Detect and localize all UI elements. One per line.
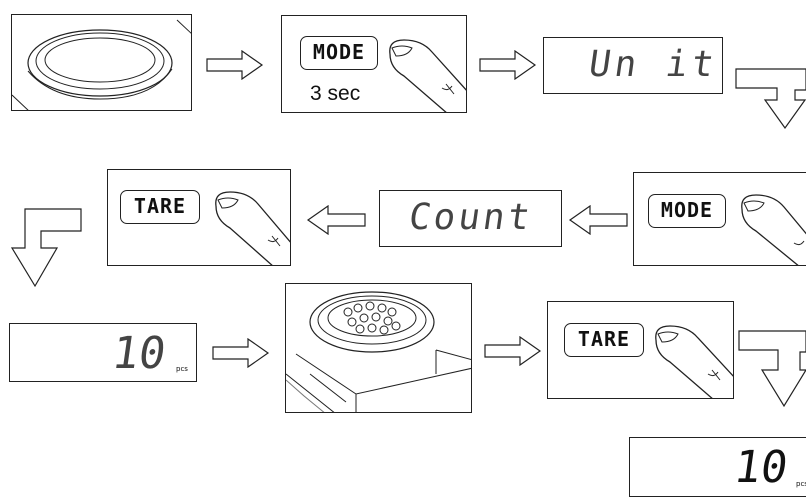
display-unit: Un it <box>543 37 723 94</box>
scale-pan-icon <box>12 19 191 110</box>
count-unit-label: pcs <box>796 480 806 488</box>
arrow-turn-down-icon <box>738 330 806 408</box>
finger-press-icon <box>389 39 466 112</box>
mode-button[interactable]: MODE <box>300 36 378 70</box>
arrow-right-icon <box>484 336 542 366</box>
panel-scale-with-parts <box>285 283 472 413</box>
lcd-count-value: 10 <box>108 328 169 379</box>
count-unit-label: pcs <box>176 365 188 373</box>
tare-button[interactable]: TARE <box>564 323 644 357</box>
lcd-count-value: 10 <box>730 442 791 493</box>
finger-press-icon <box>215 191 290 265</box>
panel-mode-press: MODE <box>633 172 806 266</box>
finger-press-icon <box>741 194 806 265</box>
arrow-right-icon <box>212 338 270 368</box>
panel-tare-press: TARE <box>547 301 734 399</box>
arrow-left-icon <box>306 205 366 235</box>
panel-mode-hold: MODE 3 sec <box>281 15 467 113</box>
arrow-right-icon <box>479 50 537 80</box>
finger-press-icon <box>655 325 733 398</box>
arrow-right-icon <box>206 50 264 80</box>
mode-button[interactable]: MODE <box>648 194 726 228</box>
hold-duration-label: 3 sec <box>310 82 361 105</box>
arrow-turn-down-icon <box>10 208 82 288</box>
tare-button[interactable]: TARE <box>120 190 200 224</box>
panel-empty-scale <box>11 14 192 111</box>
display-count-value: 10 pcs <box>9 323 197 382</box>
arrow-turn-down-icon <box>735 68 806 130</box>
panel-tare-press: TARE <box>107 169 291 266</box>
display-count: Count <box>379 190 562 247</box>
lcd-unit-text: Un it <box>586 44 721 85</box>
scale-with-parts-icon <box>286 291 471 412</box>
lcd-count-text: Count <box>406 197 536 238</box>
display-count-result: 10 pcs <box>629 437 806 497</box>
arrow-left-icon <box>568 205 628 235</box>
